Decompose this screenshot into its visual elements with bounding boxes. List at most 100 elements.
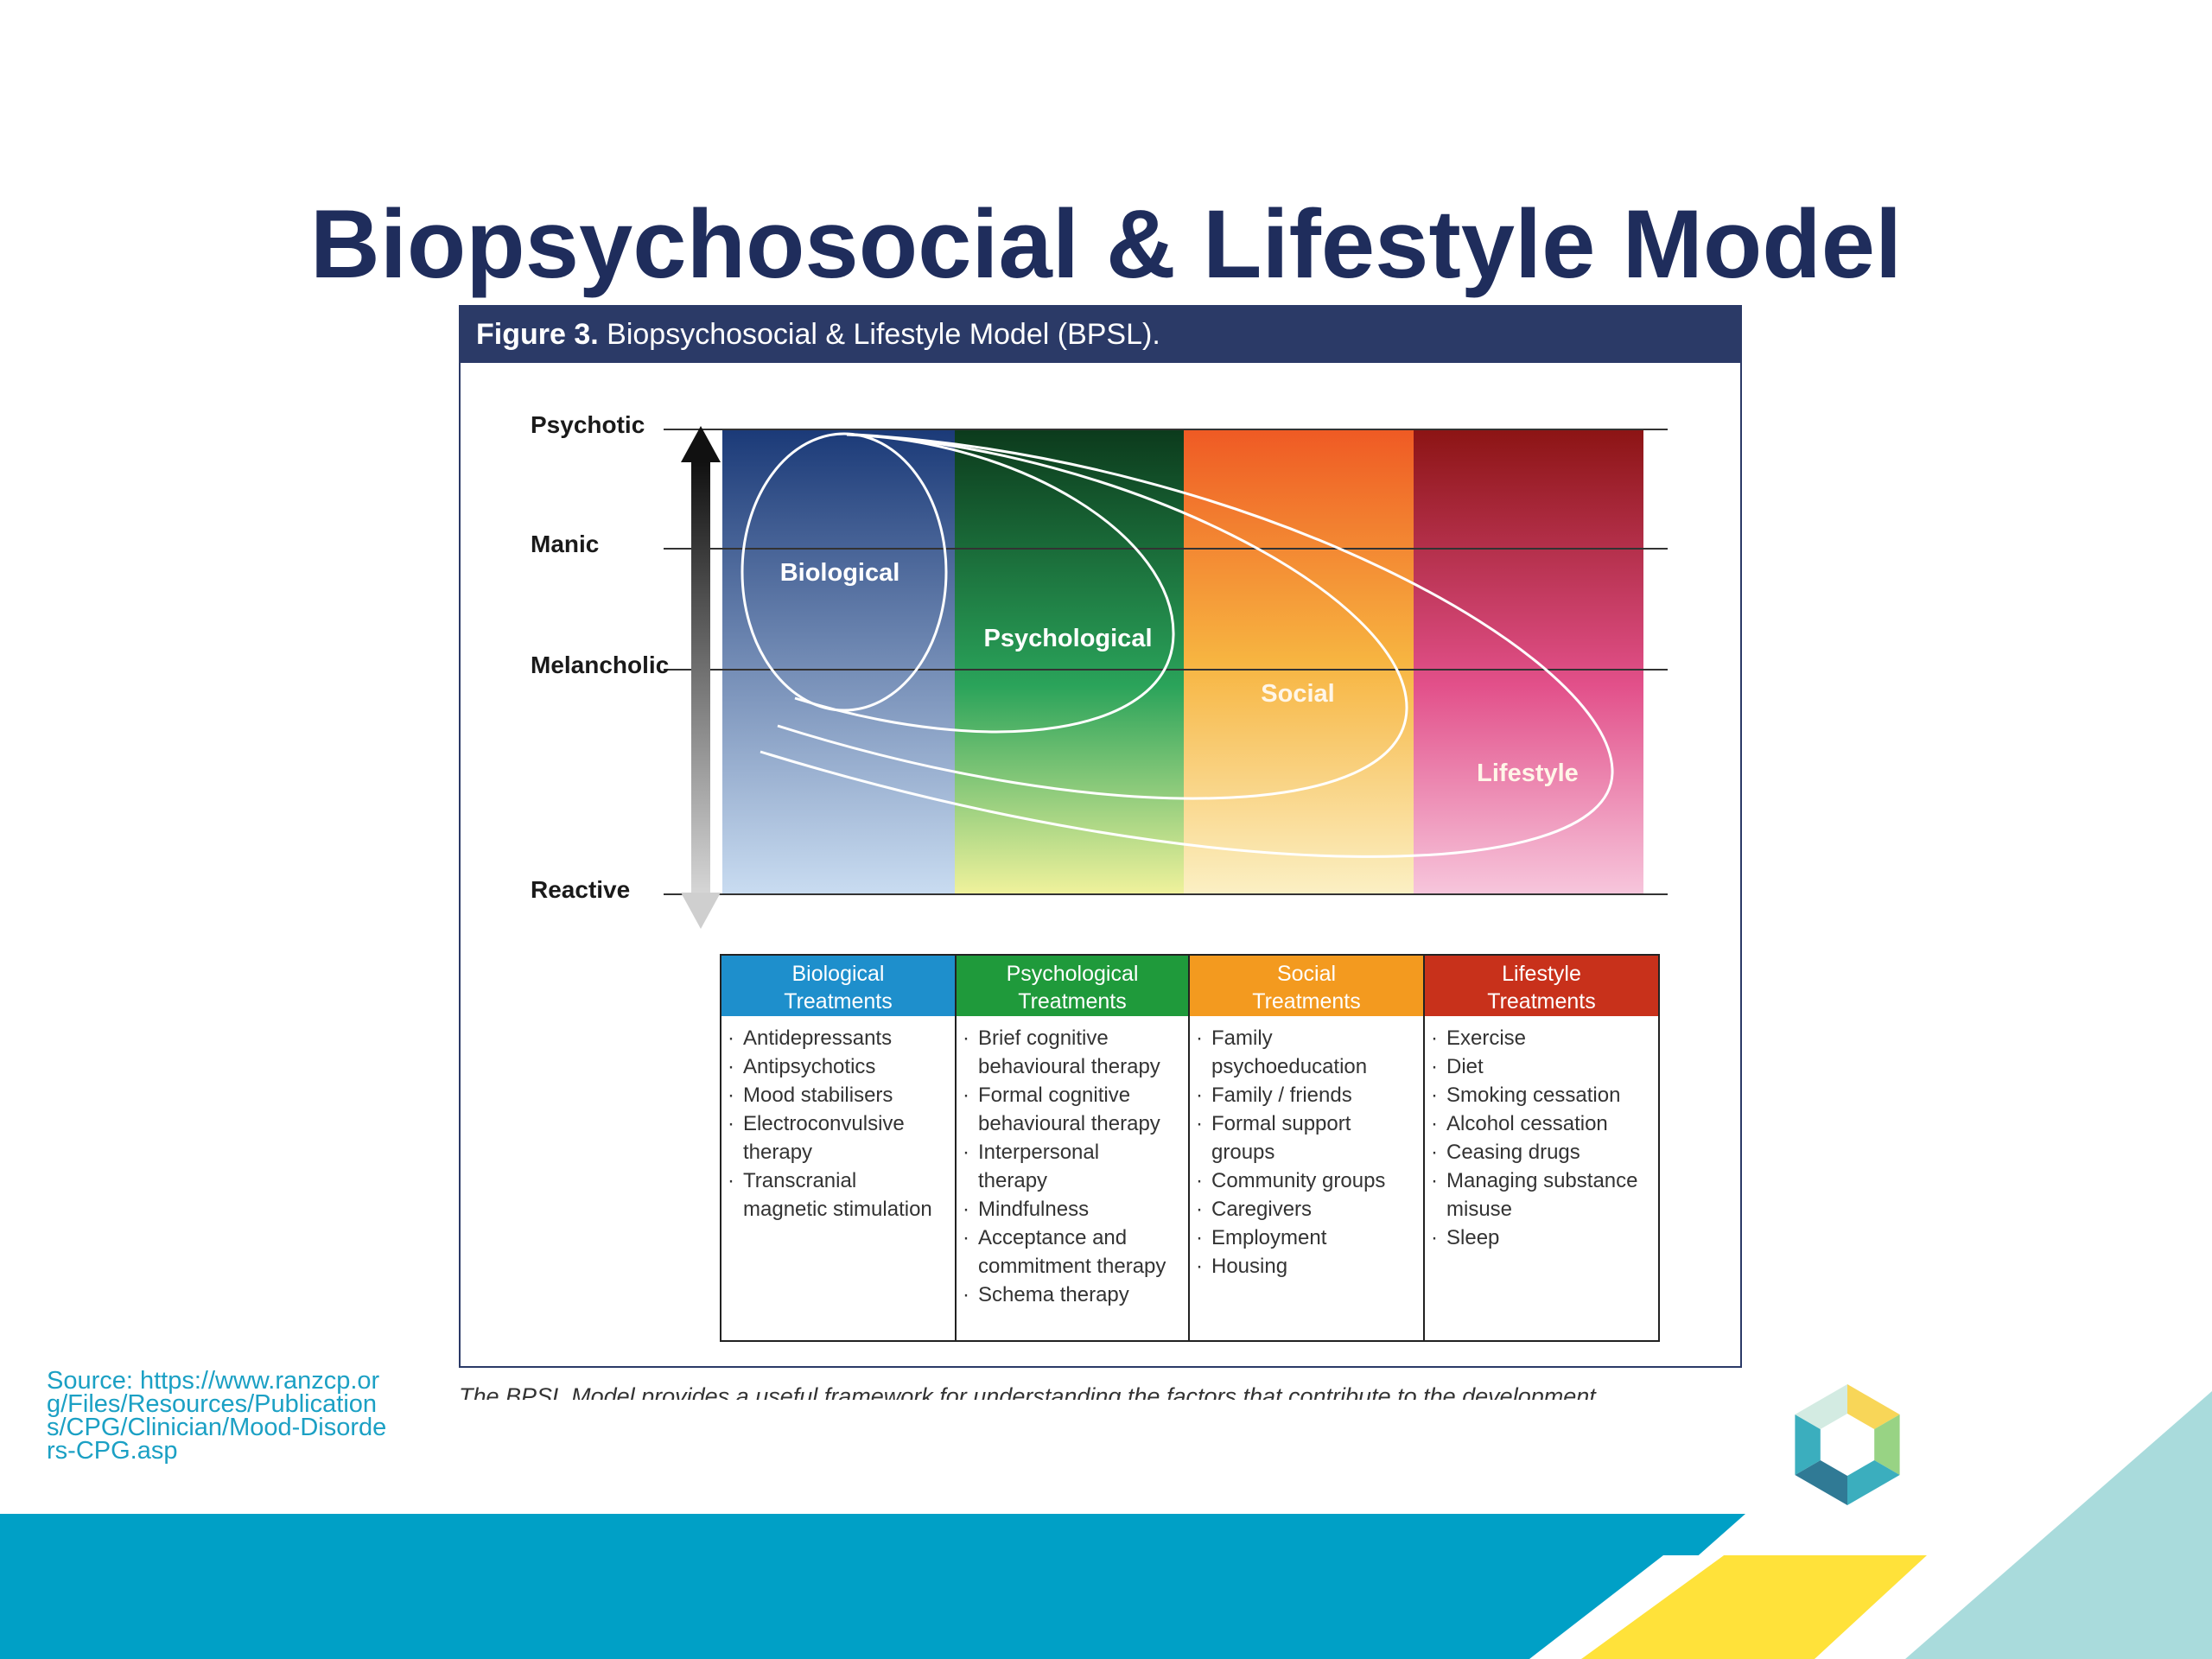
logo-icon [1795,1384,1900,1505]
treatment-item-lifestyle: Exercise [1446,1027,1526,1050]
treatment-bullet: · [1196,1027,1203,1050]
severity-arrow [681,426,721,929]
white-stripe [1529,1555,1724,1659]
ellipse-lifestyle [760,433,1614,858]
treatment-item-biological: Electroconvulsive [743,1112,905,1135]
treatment-header-lifestyle [1424,955,1659,1016]
yellow-wedge [1581,1555,1927,1659]
level-label-manic: Manic [531,531,599,557]
treatment-item-social: Community groups [1211,1169,1385,1192]
pale-wedge [1905,1391,2212,1659]
treatment-item-lifestyle: Sleep [1446,1226,1499,1249]
treatment-item-psychological: behavioural therapy [978,1055,1160,1078]
treatment-item-social: Family / friends [1211,1084,1352,1107]
treatment-bullet: · [728,1169,734,1192]
treatment-item-social: Caregivers [1211,1198,1312,1221]
level-label-psychotic: Psychotic [531,411,645,438]
treatment-bullet: · [1431,1169,1438,1192]
treatment-item-psychological: Brief cognitive [978,1027,1109,1050]
treatment-item-psychological: Interpersonal [978,1141,1099,1164]
treatment-bullet: · [728,1084,734,1107]
ellipse-social [777,433,1408,800]
treatment-bullet: · [1431,1141,1438,1164]
level-label-reactive: Reactive [531,876,630,903]
treatment-item-biological: Mood stabilisers [743,1084,893,1107]
treatment-item-lifestyle: Ceasing drugs [1446,1141,1580,1164]
source-citation: Source: https://www.ranzcp.org/Files/Res… [47,1367,387,1465]
band-psychological [955,429,1184,894]
treatment-bullet: · [1431,1112,1438,1135]
treatment-item-biological: Transcranial [743,1169,856,1192]
treatment-header-text-lifestyle: Lifestyle [1502,962,1581,986]
logo-facet [1795,1460,1847,1505]
level-label-melancholic: Melancholic [531,652,669,678]
treatment-header-text-social: Treatments [1252,989,1361,1014]
domain-ellipses [741,432,1614,858]
treatment-item-biological: magnetic stimulation [743,1198,932,1221]
treatment-item-psychological: therapy [978,1169,1047,1192]
treatment-item-social: Housing [1211,1255,1287,1278]
treatment-item-lifestyle: Diet [1446,1055,1484,1078]
treatment-item-social: Formal support [1211,1112,1351,1135]
treatment-bullet: · [728,1027,734,1050]
logo-facet [1795,1414,1821,1475]
domain-bands [722,429,1643,894]
severity-arrow-head-up [681,426,721,462]
treatment-bullet: · [1431,1055,1438,1078]
treatment-bullet: · [1196,1169,1203,1192]
figure-caption-fragment: The BPSL Model provides a useful framewo… [459,1383,1596,1400]
treatment-header-text-psychological: Treatments [1018,989,1127,1014]
domain-label-social: Social [1261,680,1334,708]
logo-facet [1847,1460,1900,1505]
treatment-bullet: · [1431,1226,1438,1249]
treatment-header-text-lifestyle: Treatments [1487,989,1596,1014]
figure-header: Figure 3. Biopsychosocial & Lifestyle Mo… [461,307,1740,363]
severity-arrow-head-down [681,893,721,929]
treatment-header-social [1189,955,1424,1016]
treatment-bullet: · [1196,1226,1203,1249]
treatment-item-biological: Antipsychotics [743,1055,875,1078]
treatment-bullet: · [963,1226,969,1249]
treatment-item-psychological: behavioural therapy [978,1112,1160,1135]
treatment-bullet: · [1196,1112,1203,1135]
ellipse-psychological [794,433,1175,734]
treatment-item-biological: Antidepressants [743,1027,892,1050]
treatment-bullet: · [963,1283,969,1306]
treatment-item-social: Family [1211,1027,1273,1050]
treatment-item-lifestyle: misuse [1446,1198,1512,1221]
treatment-header-text-biological: Treatments [784,989,893,1014]
treatment-bullet: · [963,1141,969,1164]
treatment-item-psychological: Mindfulness [978,1198,1089,1221]
domain-label-psychological: Psychological [983,625,1152,652]
treatment-bullet: · [728,1055,734,1078]
treatment-header-text-psychological: Psychological [1007,962,1139,986]
treatment-bullet: · [1196,1255,1203,1278]
treatment-bullet: · [963,1027,969,1050]
blue-band [0,1514,1745,1659]
treatment-item-lifestyle: Alcohol cessation [1446,1112,1608,1135]
domain-label-lifestyle: Lifestyle [1477,760,1579,787]
logo-facet [1874,1414,1900,1475]
treatment-bullet: · [1196,1084,1203,1107]
band-biological [722,429,955,894]
ellipse-biological [741,432,948,712]
treatment-header-text-social: Social [1277,962,1336,986]
treatment-item-psychological: commitment therapy [978,1255,1166,1278]
treatment-item-lifestyle: Managing substance [1446,1169,1637,1192]
treatment-item-psychological: Formal cognitive [978,1084,1130,1107]
logo-facet [1847,1384,1900,1429]
treatment-item-lifestyle: Smoking cessation [1446,1084,1620,1107]
treatment-bullet: · [1196,1198,1203,1221]
treatment-item-social: groups [1211,1141,1274,1164]
treatment-bullet: · [963,1084,969,1107]
treatment-header-text-biological: Biological [791,962,884,986]
treatment-item-psychological: Schema therapy [978,1283,1129,1306]
treatment-bullet: · [728,1112,734,1135]
treatment-header-psychological [956,955,1189,1016]
treatment-bullet: · [1431,1027,1438,1050]
treatment-item-social: psychoeducation [1211,1055,1367,1078]
band-lifestyle [1414,429,1643,894]
